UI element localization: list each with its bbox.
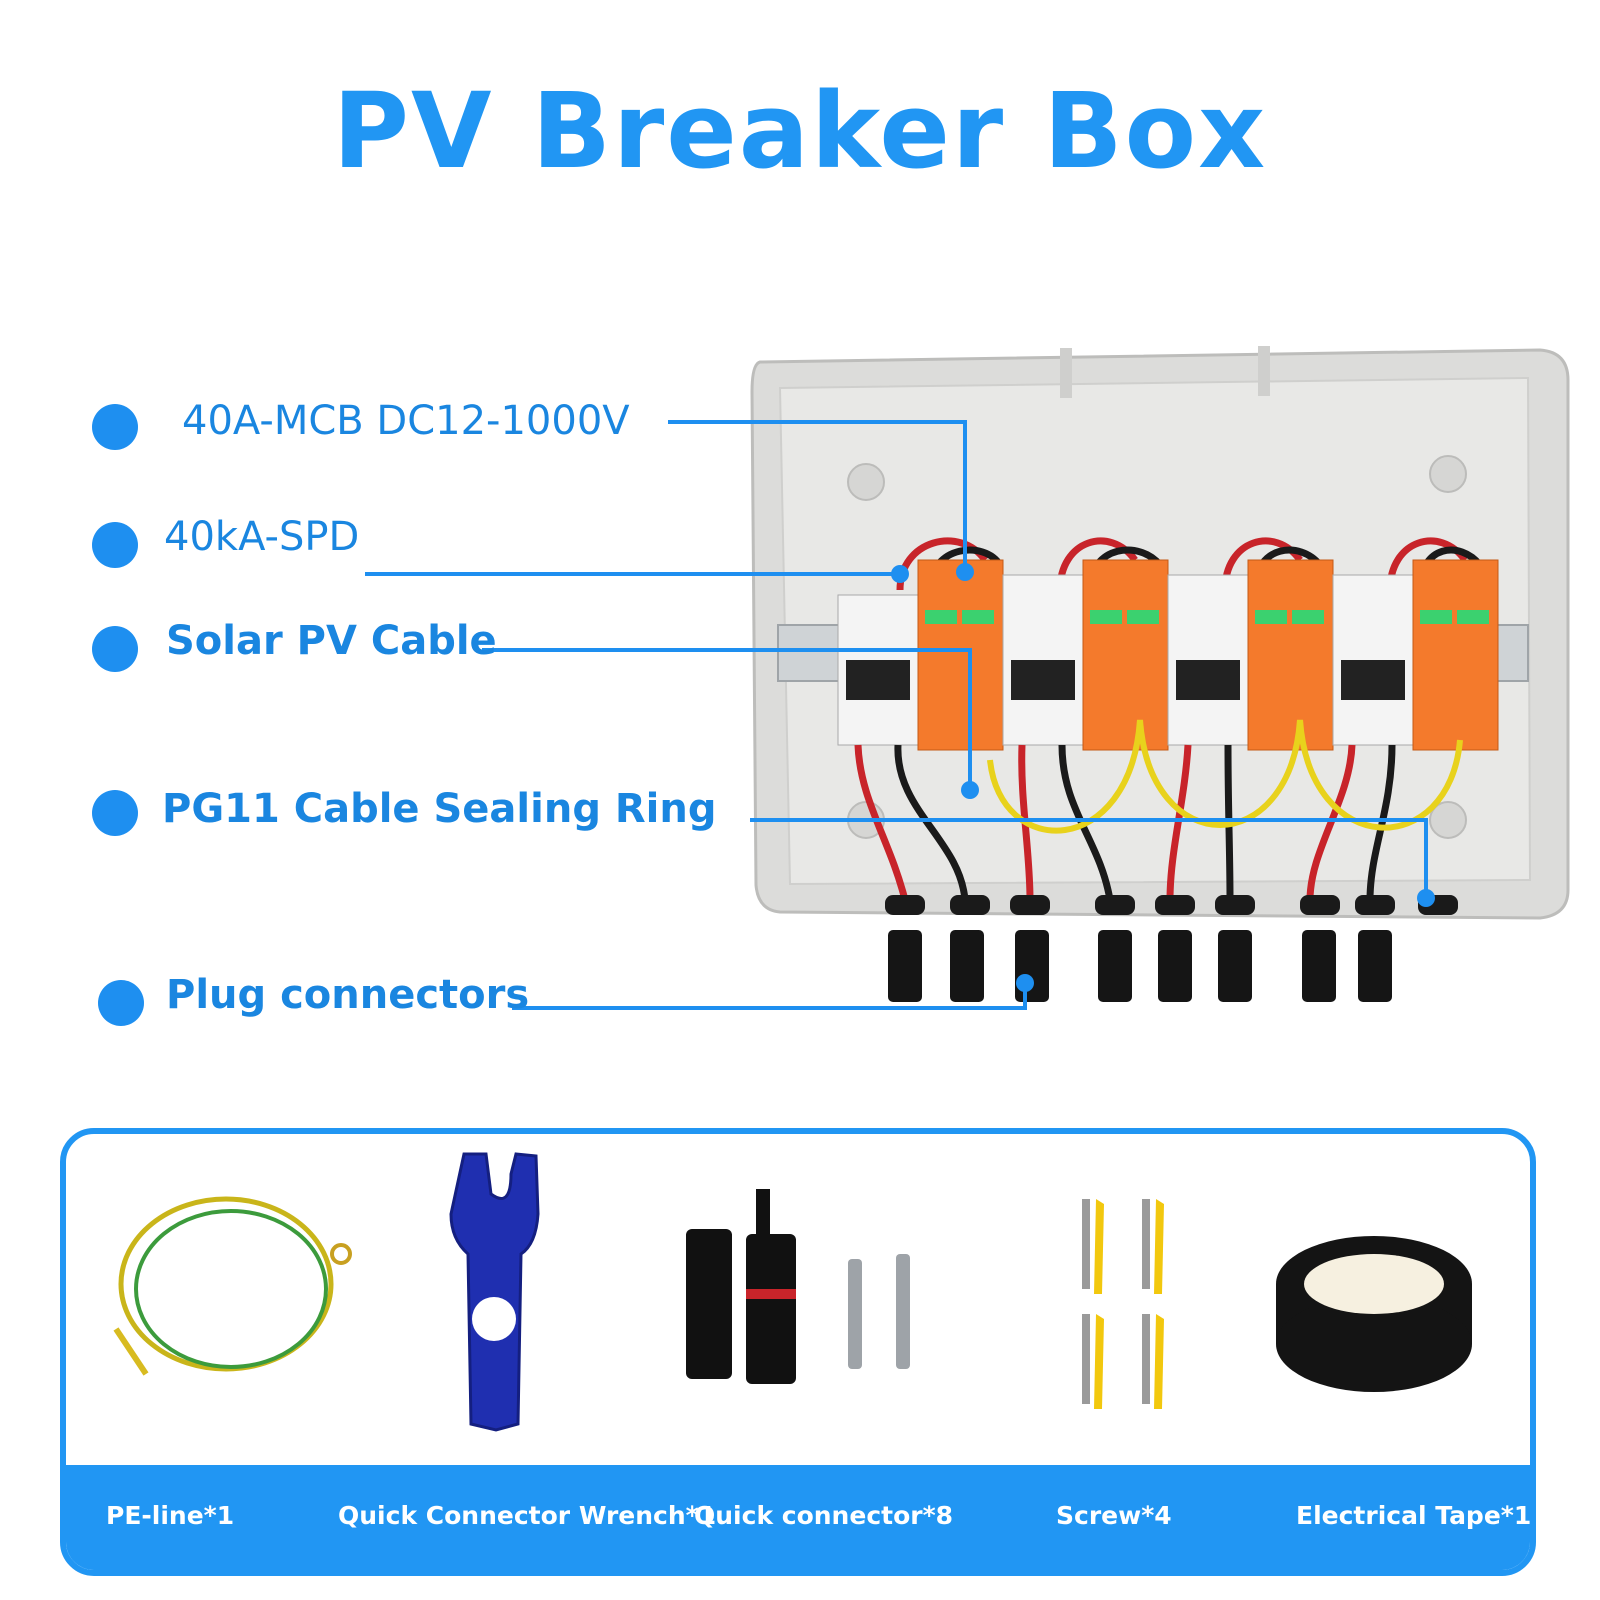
kit-illustrations	[113, 1152, 1472, 1432]
callout-endpoints	[891, 563, 1435, 992]
callout-mcb: 40A-MCB DC12-1000V	[182, 398, 630, 444]
screw-icon	[1082, 1199, 1164, 1409]
module-group-1	[837, 559, 1004, 751]
tape-icon	[1276, 1236, 1472, 1392]
callout-bullet	[92, 790, 138, 836]
callout-lines	[365, 420, 1428, 1010]
callout-bullet	[92, 522, 138, 568]
callout-bullet	[92, 404, 138, 450]
lower-wires	[854, 719, 1463, 901]
kit-label-tape: Electrical Tape*1	[1296, 1501, 1532, 1530]
kit-label-wrench: Quick Connector Wrench*1	[338, 1501, 717, 1530]
callout-bullet	[92, 626, 138, 672]
kit-label-bar: PE-line*1 Quick Connector Wrench*1 Quick…	[66, 1465, 1530, 1570]
upper-wires	[896, 537, 1483, 591]
cable-glands	[885, 895, 1458, 915]
plug-connectors	[888, 930, 1392, 1002]
kit-label-pe-line: PE-line*1	[106, 1501, 235, 1530]
page-title: PV Breaker Box	[332, 70, 1268, 192]
callout-plug-connectors: Plug connectors	[166, 972, 530, 1018]
wrench-icon	[449, 1152, 540, 1432]
callout-pv-cable: Solar PV Cable	[166, 618, 497, 664]
callout-sealing-ring: PG11 Cable Sealing Ring	[162, 786, 717, 832]
module-group-2	[1002, 559, 1169, 751]
callout-spd: 40kA-SPD	[164, 514, 360, 560]
accessory-kit-panel: PE-line*1 Quick Connector Wrench*1 Quick…	[60, 1128, 1536, 1576]
module-group-4	[1332, 559, 1499, 751]
kit-label-connector: Quick connector*8	[694, 1501, 954, 1530]
connector-icon	[686, 1189, 910, 1384]
pe-line-icon	[113, 1196, 352, 1376]
callout-bullet	[98, 980, 144, 1026]
kit-label-screw: Screw*4	[1056, 1501, 1172, 1530]
module-group-3	[1167, 559, 1334, 751]
